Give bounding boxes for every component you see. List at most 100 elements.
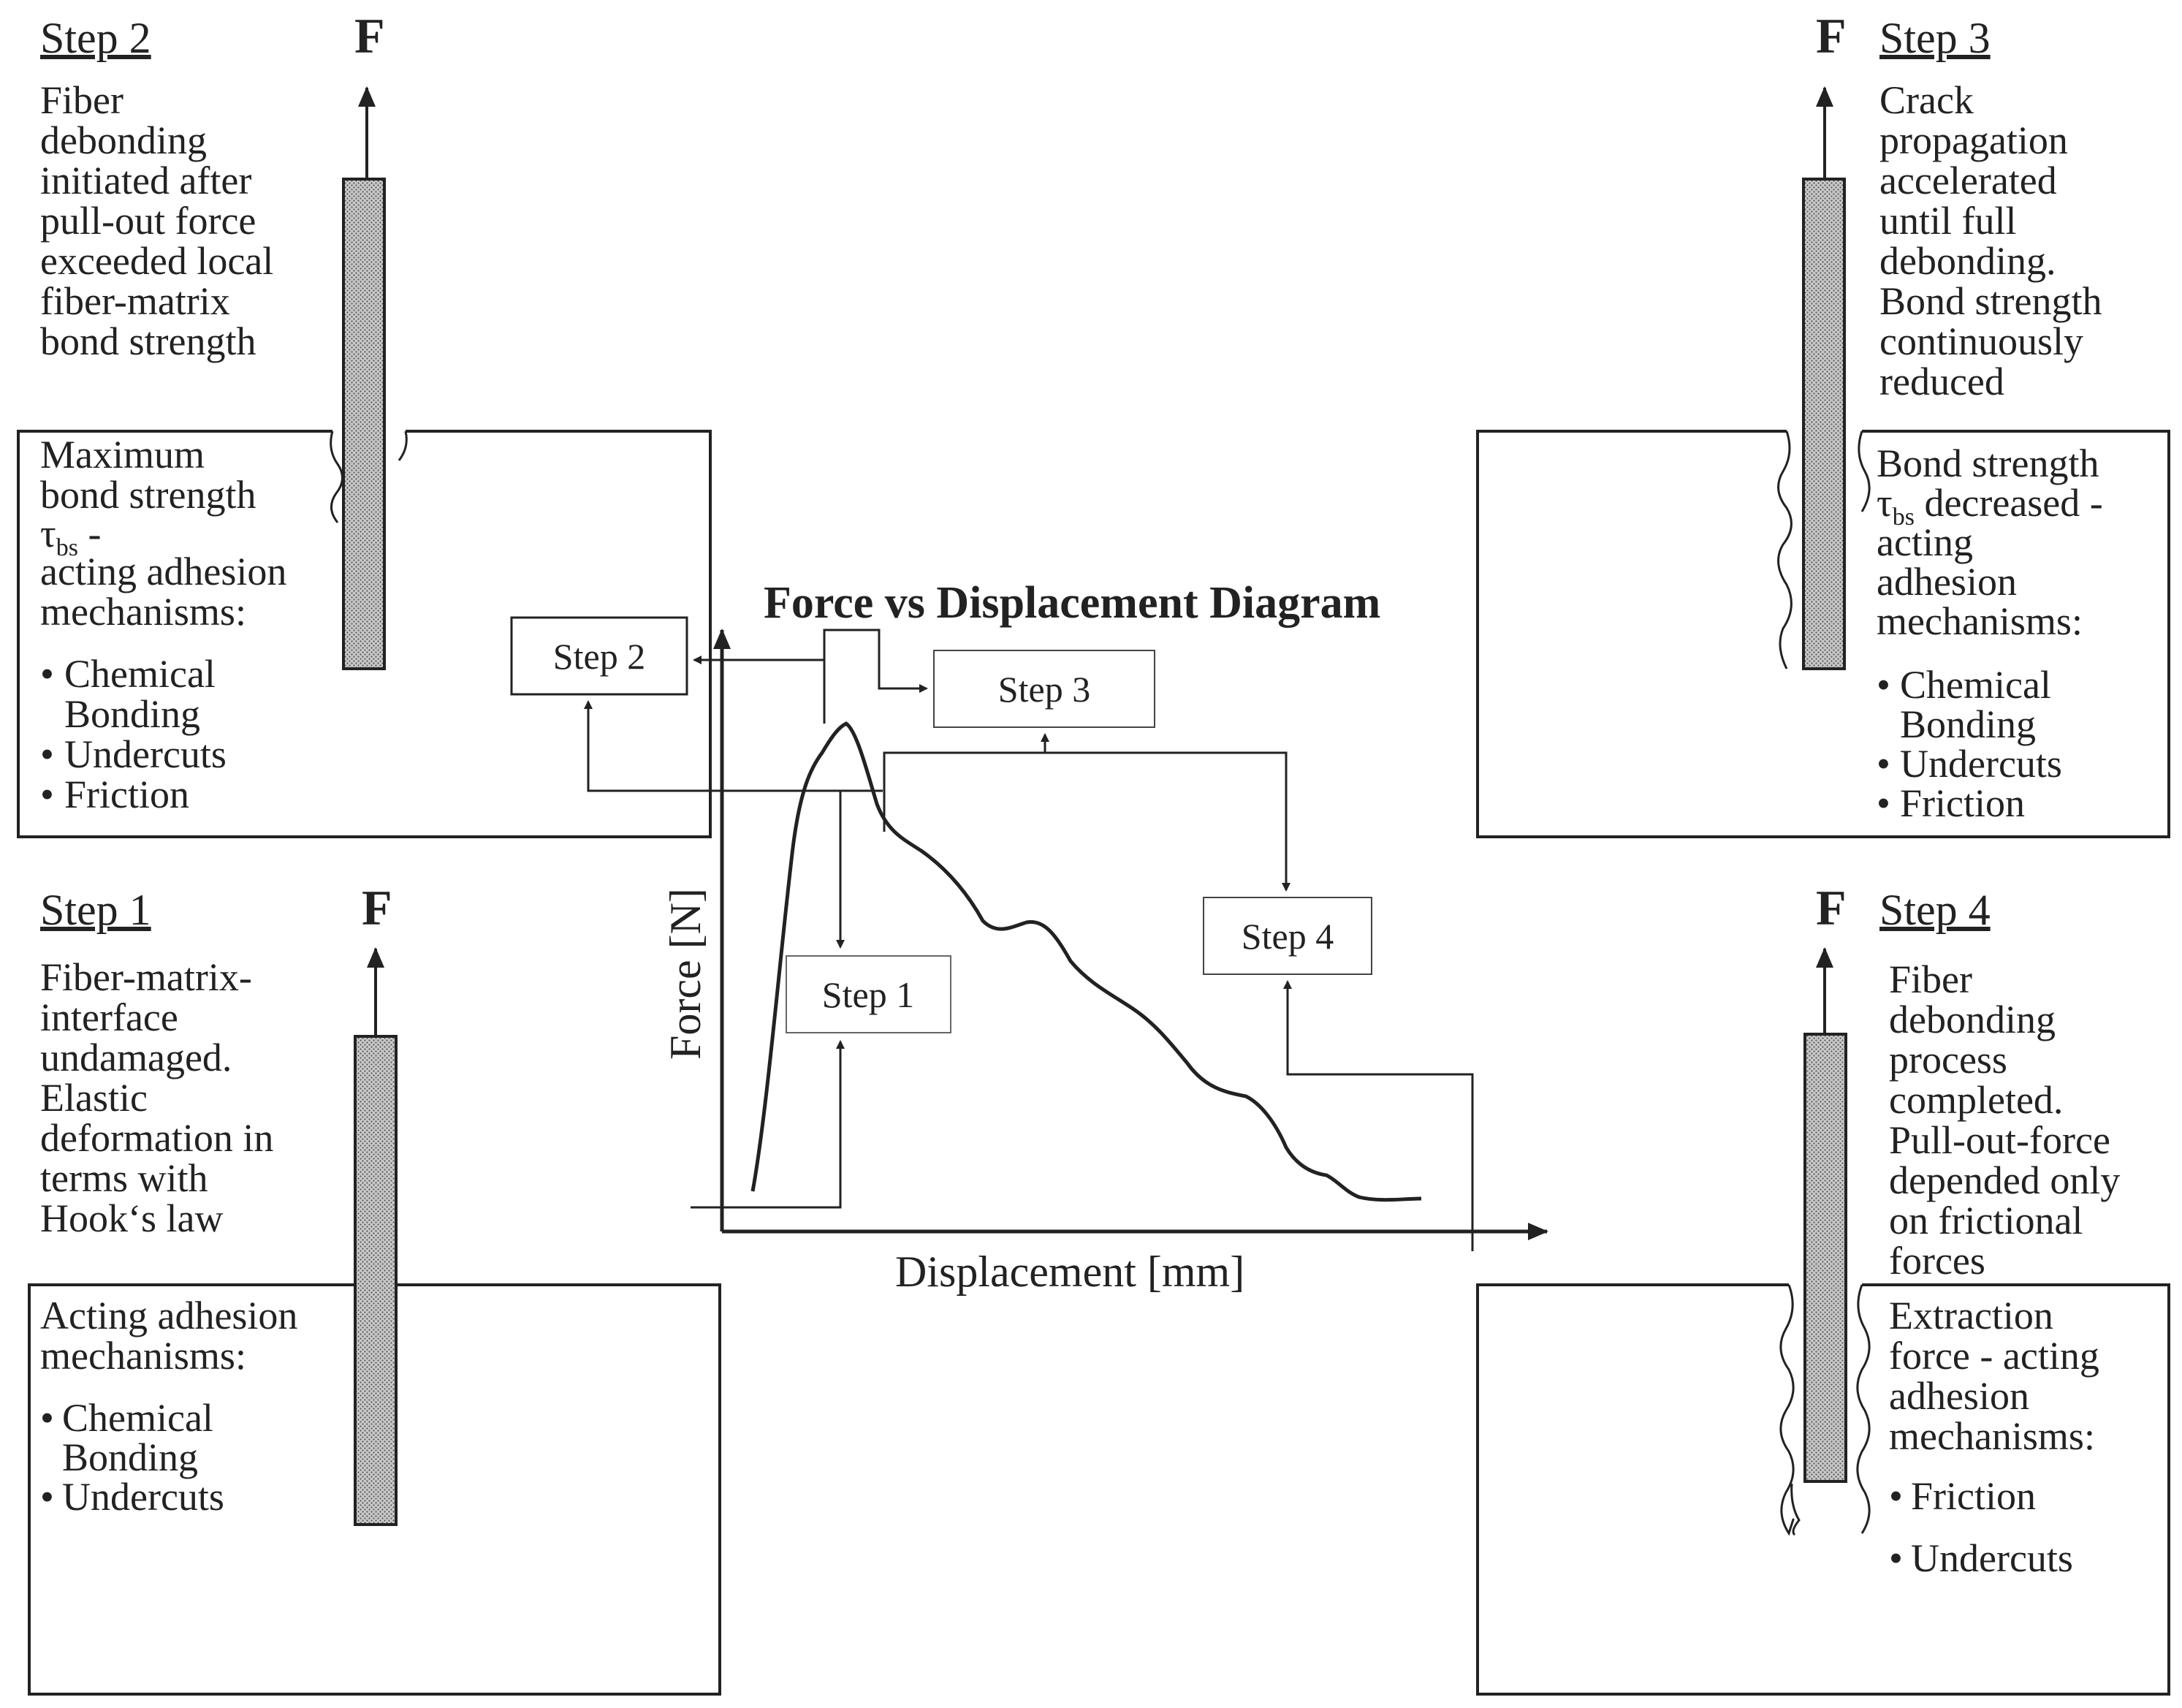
step2-desc-line: debonding [40, 118, 207, 162]
step1-desc-line: undamaged. [40, 1036, 232, 1079]
step3-tau-subscript: bs [1893, 504, 1915, 531]
step3-intro-line: mechanisms: [1877, 599, 2083, 643]
step3-desc-line: until full [1879, 199, 2017, 243]
step3-mechanism-item: Chemical [1900, 663, 2051, 707]
step3-description: Crack propagation accelerated until full… [1879, 78, 2102, 403]
step1-mechanism-item: Undercuts [62, 1475, 224, 1519]
step3-desc-line: continuously [1879, 319, 2083, 363]
step1-desc-line: terms with [40, 1156, 208, 1200]
step2-bullet: • [40, 732, 54, 776]
step4-intro-line: force - acting [1889, 1334, 2099, 1378]
step3-tau-suffix: decreased - [1915, 481, 2103, 525]
step4-intro-line: mechanisms: [1889, 1414, 2095, 1458]
step3-bullet: • [1877, 663, 1890, 707]
force-displacement-chart: Force vs Displacement Diagram Displaceme… [510, 578, 1548, 1296]
step2-desc-line: Fiber [40, 78, 123, 122]
step2-tau-subscript: bs [56, 534, 78, 561]
step1-description: Fiber-matrix- interface undamaged. Elast… [40, 955, 273, 1240]
step3-intro-line: Bond strength [1877, 441, 2099, 485]
y-axis-label: Force [N] [661, 888, 710, 1060]
step1-desc-line: Hook‘s law [40, 1196, 223, 1240]
step4-crack-left [1779, 1284, 1795, 1536]
step3-desc-line: accelerated [1879, 159, 2057, 202]
connector-step4-up [1283, 980, 1474, 1251]
step4-desc-line: debonding [1889, 998, 2056, 1041]
step1-fiber [354, 1035, 398, 1526]
flow-box-step4 [1203, 897, 1372, 975]
step4-mechanism-item: Undercuts [1911, 1536, 2073, 1580]
step3-desc-line: debonding. [1879, 239, 2056, 283]
step4-crack-right [1856, 1284, 1871, 1534]
step2-desc-line: bond strength [40, 319, 256, 363]
step4-desc-line: Pull-out-force [1889, 1118, 2110, 1162]
step1-intro-line: mechanisms: [40, 1334, 246, 1378]
flow-box-step4-label: Step 4 [1242, 916, 1334, 957]
step2-mechanism-item: Undercuts [64, 732, 227, 776]
step2-description: Fiber debonding initiated after pull-out… [40, 78, 273, 363]
step2-desc-line: initiated after [40, 159, 251, 202]
step1-mechanism-item: Chemical [62, 1396, 213, 1440]
step1-desc-line: Elastic [40, 1076, 148, 1120]
step2-intro-line: mechanisms: [40, 590, 246, 634]
step1-force-label: F [362, 880, 392, 935]
step3-intro-line: acting [1877, 520, 1973, 564]
step1-intro-line: Acting adhesion [40, 1294, 297, 1337]
step3-force-label: F [1816, 8, 1847, 64]
connector-step1-up [691, 1040, 845, 1209]
step2-desc-line: pull-out force [40, 199, 256, 243]
flow-box-step2 [510, 616, 688, 696]
step3-crack-right [1858, 430, 1871, 512]
step1-desc-line: Fiber-matrix- [40, 955, 252, 999]
step1-heading: Step 1 [40, 886, 151, 934]
step3-desc-line: propagation [1879, 118, 2068, 162]
step4-description: Fiber debonding process completed. Pull-… [1889, 957, 2120, 1283]
step2-mechanisms: Maximum bond strength τbs - acting adhes… [40, 433, 286, 816]
step4-desc-line: process [1889, 1038, 2007, 1082]
step4-fiber [1803, 1033, 1847, 1483]
step4-panel: F Step 4 Fiber debonding process complet… [1476, 880, 2170, 1696]
step1-bullet: • [40, 1475, 54, 1519]
x-axis-label: Displacement [mm] [895, 1248, 1244, 1296]
step3-fiber [1802, 178, 1846, 670]
step4-desc-line: completed. [1889, 1078, 2063, 1122]
step3-intro-line: adhesion [1877, 560, 2017, 604]
step2-intro-line: bond strength [40, 473, 256, 517]
step3-desc-line: Crack [1879, 78, 1974, 122]
step3-heading: Step 3 [1879, 14, 1991, 62]
connector-step2-from-peak [584, 700, 883, 792]
step3-crack-left [1777, 430, 1793, 669]
step3-tau-label: τbs decreased - [1877, 481, 2103, 531]
step2-intro-line: Maximum [40, 433, 205, 477]
step1-panel: Step 1 F Fiber-matrix- interface undamag… [28, 880, 721, 1696]
flow-box-step2-label: Step 2 [553, 636, 645, 677]
flow-box-step3 [933, 650, 1155, 728]
step3-mechanism-item: Friction [1900, 781, 2025, 825]
step3-tau-symbol: τ [1877, 481, 1893, 525]
step2-panel: Step 2 F Fiber debonding initiated after… [17, 8, 712, 838]
step2-bullet: • [40, 773, 54, 816]
flow-box-step1 [786, 955, 951, 1033]
step4-mechanism-item: Friction [1911, 1474, 2036, 1518]
force-displacement-curve [750, 721, 1422, 1202]
step3-mechanism-item: Bonding [1900, 702, 2036, 746]
step4-heading: Step 4 [1879, 886, 1991, 934]
step2-desc-line: fiber-matrix [40, 279, 230, 323]
step2-crack-right [398, 430, 408, 461]
step1-mechanism-item: Bonding [62, 1435, 198, 1479]
step4-desc-line: forces [1889, 1239, 1985, 1283]
step2-heading: Step 2 [40, 14, 151, 62]
step2-force-label: F [354, 8, 385, 64]
step1-desc-line: interface [40, 995, 178, 1039]
connector-step3 [823, 629, 928, 724]
step3-mechanisms: Bond strength τbs decreased - acting adh… [1877, 441, 2103, 825]
step3-bullet: • [1877, 781, 1890, 825]
step2-desc-line: exceeded local [40, 239, 273, 283]
connector-step4-down [883, 751, 1290, 892]
step1-desc-line: deformation in [40, 1116, 273, 1160]
step2-crack-left [330, 430, 343, 523]
step4-crack-detail [1786, 1469, 1802, 1533]
step4-desc-line: on frictional [1889, 1199, 2083, 1242]
step2-tau-suffix: - [78, 512, 101, 555]
flow-box-step1-label: Step 1 [822, 974, 914, 1015]
